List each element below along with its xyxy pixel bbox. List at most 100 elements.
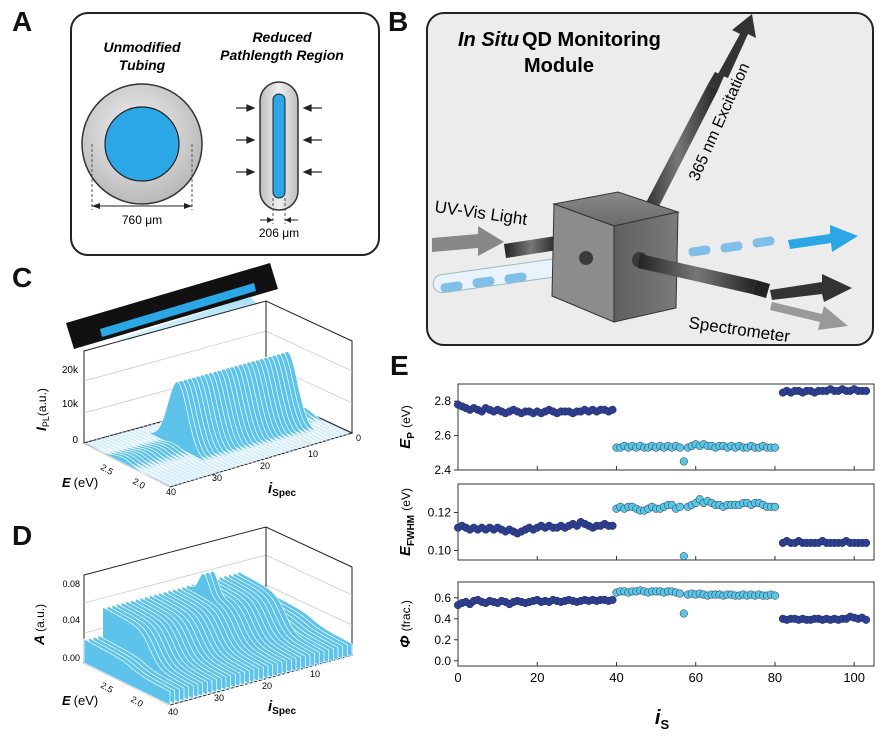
e-data-point (679, 609, 688, 618)
e-y-tick-label: 0.4 (434, 612, 451, 626)
e-data-point (862, 615, 871, 624)
e-data-point (862, 386, 871, 395)
c-i-label: iSpec (268, 480, 297, 499)
panel-letter-d: D (12, 520, 33, 551)
d-ribbons (83, 570, 353, 706)
d-e-tick: 2.5 (99, 680, 115, 695)
d-i-label: iSpec (268, 698, 297, 717)
e-x-tick-label: 0 (454, 670, 461, 685)
ribbon (102, 606, 190, 701)
e-y-label: EFWHM (eV) (397, 488, 417, 556)
d-e-tick: 2.0 (129, 694, 145, 709)
e-x-tick-label: 40 (609, 670, 623, 685)
panel-a-left-title-1: Unmodified (104, 39, 181, 55)
e-y-tick-label: 0.2 (434, 633, 451, 647)
e-y-label: Φ (frac.) (397, 600, 414, 648)
uvvis-arrow (432, 226, 504, 256)
d-e-label: E(eV) (62, 693, 98, 708)
c-ribbons (83, 351, 353, 488)
excitation-fiber (638, 84, 718, 224)
e-x-label: iS (655, 707, 670, 732)
panel-letter-c: C (12, 262, 33, 293)
c-i-tick: 0 (356, 433, 361, 443)
label-spectrometer: Spectrometer (687, 313, 791, 346)
panel-b-title-line2: Module (524, 55, 594, 77)
spectrometer-arrow-2 (770, 302, 848, 330)
e-y-tick-label: 0.10 (428, 544, 452, 558)
panel-b-title-rest: QD Monitoring (522, 29, 661, 51)
ribbon (186, 572, 274, 679)
ribbon (83, 638, 171, 706)
panel-letter-e: E (390, 350, 409, 381)
e-data-point (675, 589, 684, 598)
panel-c-plot: 20k 10k 0 IPL(a.u.) 2.5 2.0 E(eV) 0 10 2… (33, 263, 361, 499)
e-x-tick-label: 100 (843, 670, 865, 685)
c-i-tick: 40 (166, 487, 176, 497)
e-data-point (770, 502, 780, 511)
d-z-tick: 0.08 (62, 579, 80, 589)
svg-text:A(a.u.): A(a.u.) (31, 604, 47, 646)
c-i-tick: 20 (260, 461, 270, 471)
d-i-tick: 30 (214, 693, 224, 703)
e-data-point (770, 443, 780, 452)
e-data-point (679, 457, 688, 466)
ribbon (83, 442, 171, 488)
dim-760: 760 μm (122, 213, 162, 227)
d-i-tick: 40 (168, 707, 178, 717)
c-e-label: E(eV) (62, 475, 98, 490)
panel-d-plot: 0.08 0.04 0.00 A(a.u.) 2.5 2.0 E(eV) 10 … (31, 526, 354, 717)
e-data-point (608, 595, 617, 604)
c-e-tick: 2.0 (131, 476, 147, 491)
transmitted-arrow (788, 225, 858, 252)
e-x-tick-label: 60 (688, 670, 702, 685)
d-z-tick: 0.00 (62, 653, 80, 663)
excitation-arrow (718, 14, 756, 78)
e-data-point (770, 591, 780, 600)
c-z-tick: 10k (62, 399, 79, 410)
beam-dashes (440, 236, 775, 293)
e-data-point (679, 552, 688, 561)
e-y-tick-label: 2.8 (434, 394, 451, 408)
e-data-point (608, 521, 617, 530)
ribbon (138, 381, 226, 473)
c-z-tick: 20k (62, 365, 79, 376)
e-data-point (608, 405, 617, 414)
e-data-point (675, 502, 684, 511)
e-plot-frame (457, 483, 875, 561)
uvvis-fiber (504, 236, 558, 258)
ribbon (92, 440, 179, 486)
panel-a-diagram: Unmodified Tubing Reduced Pathlength Reg… (81, 29, 344, 240)
ribbon (125, 430, 213, 476)
panel-letter-b: B (388, 6, 409, 37)
panel-a-right-title-1: Reduced (252, 29, 312, 45)
svg-text:IPL(a.u.): IPL(a.u.) (33, 388, 51, 431)
tubing-bore (104, 106, 180, 182)
dim-206: 206 μm (259, 226, 299, 240)
c-i-tick: 10 (308, 449, 318, 459)
d-i-tick: 10 (310, 669, 320, 679)
e-x-tick-label: 20 (530, 670, 544, 685)
c-e-tick: 2.5 (99, 462, 115, 477)
e-data-point (862, 538, 871, 547)
e-plot-frame (457, 383, 875, 471)
ribbon (113, 434, 201, 480)
e-y-tick-label: 0.0 (434, 654, 451, 668)
e-x-tick-labels: 0 20 40 60 80 100 (454, 670, 865, 685)
e-y-tick-label: 2.6 (434, 429, 451, 443)
e-y-tick-label: 0.6 (434, 591, 451, 605)
panel-b-title-italic: In Situ (458, 29, 519, 51)
e-y-tick-label: 0.12 (428, 506, 452, 520)
reduced-bore (272, 93, 286, 199)
spectrometer-arrow-1 (770, 274, 852, 302)
d-z-label: A(a.u.) (31, 604, 47, 646)
c-z-tick: 0 (72, 435, 78, 446)
e-x-tick-label: 80 (768, 670, 782, 685)
d-i-tick: 20 (262, 681, 272, 691)
spectrometer-fiber (638, 254, 756, 294)
label-uvvis: UV-Vis Light (433, 197, 528, 229)
e-y-tick-label: 2.4 (434, 463, 451, 477)
panel-b-diagram: In Situ QD Monitoring Module 365 nm Exci… (432, 14, 858, 346)
panel-a-right-title-2: Pathlength Region (220, 47, 344, 63)
e-data-point (675, 443, 684, 452)
